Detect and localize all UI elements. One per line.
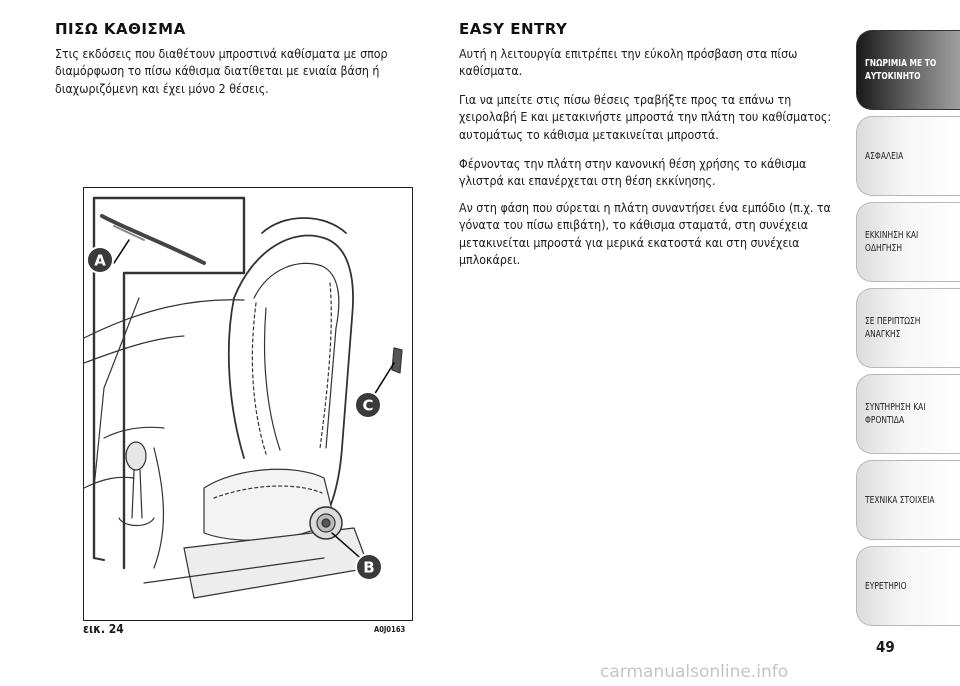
tab-label: ΕΥΡΕΤΗΡΙΟ (865, 580, 907, 592)
watermark-text: carmanualsonline.info (600, 662, 789, 682)
tab-label: ΣΥΝΤΗΡΗΣΗ ΚΑΙ ΦΡΟΝΤΙΔΑ (865, 402, 926, 426)
tab-index[interactable]: ΕΥΡΕΤΗΡΙΟ (856, 546, 960, 626)
callout-a-label: A (94, 252, 106, 270)
section-heading-rear-seat: ΠΙΣΩ ΚΑΘΙΣΜΑ (55, 20, 186, 38)
easy-entry-paragraph-4: Αν στη φάση που σύρεται η πλάτη συναντήσ… (459, 201, 831, 268)
easy-entry-paragraph-3: Φέρνοντας την πλάτη στην κανονική θέση χ… (459, 157, 807, 189)
section-heading-easy-entry: EASY ENTRY (459, 20, 568, 38)
tab-starting-driving[interactable]: ΕΚΚΙΝΗΣΗ ΚΑΙ ΟΔΗΓΗΣΗ (856, 202, 960, 282)
chapter-tabs: ΓΝΩΡΙΜΙΑ ΜΕ ΤΟ ΑΥΤΟΚΙΝΗΤΟ ΑΣΦΑΛΕΙΑ ΕΚΚΙΝ… (856, 0, 960, 686)
tab-label: ΓΝΩΡΙΜΙΑ ΜΕ ΤΟ ΑΥΤΟΚΙΝΗΤΟ (865, 58, 937, 82)
tab-label: ΣΕ ΠΕΡΙΠΤΩΣΗ ΑΝΑΓΚΗΣ (865, 316, 921, 340)
easy-entry-paragraph-2: Για να μπείτε στις πίσω θέσεις τραβήξτε … (459, 93, 832, 142)
callout-c-marker (354, 391, 382, 419)
callout-c-label: C (362, 397, 373, 415)
tab-emergency[interactable]: ΣΕ ΠΕΡΙΠΤΩΣΗ ΑΝΑΓΚΗΣ (856, 288, 960, 368)
tab-maintenance[interactable]: ΣΥΝΤΗΡΗΣΗ ΚΑΙ ΦΡΟΝΤΙΔΑ (856, 374, 960, 454)
figure-code: A0J0163 (374, 625, 406, 634)
easy-entry-paragraph-1: Αυτή η λειτουργία επιτρέπει την εύκολη π… (459, 47, 798, 79)
tab-label: ΤΕΧΝΙΚΑ ΣΤΟΙΧΕΙΑ (865, 494, 935, 506)
tab-technical-data[interactable]: ΤΕΧΝΙΚΑ ΣΤΟΙΧΕΙΑ (856, 460, 960, 540)
figure-caption: εικ. 24 (83, 622, 124, 636)
tab-label: ΕΚΚΙΝΗΣΗ ΚΑΙ ΟΔΗΓΗΣΗ (865, 230, 919, 254)
tab-label: ΑΣΦΑΛΕΙΑ (865, 150, 904, 162)
callout-b-marker (355, 553, 383, 581)
tab-getting-to-know[interactable]: ΓΝΩΡΙΜΙΑ ΜΕ ΤΟ ΑΥΤΟΚΙΝΗΤΟ (856, 30, 960, 110)
rear-seat-paragraph: Στις εκδόσεις που διαθέτουν μπροστινά κα… (55, 47, 388, 96)
callout-a-marker (86, 246, 114, 274)
callout-b-label: B (363, 559, 374, 577)
tab-safety[interactable]: ΑΣΦΑΛΕΙΑ (856, 116, 960, 196)
seat-illustration: A B C (83, 187, 413, 621)
page-number: 49 (876, 638, 895, 656)
